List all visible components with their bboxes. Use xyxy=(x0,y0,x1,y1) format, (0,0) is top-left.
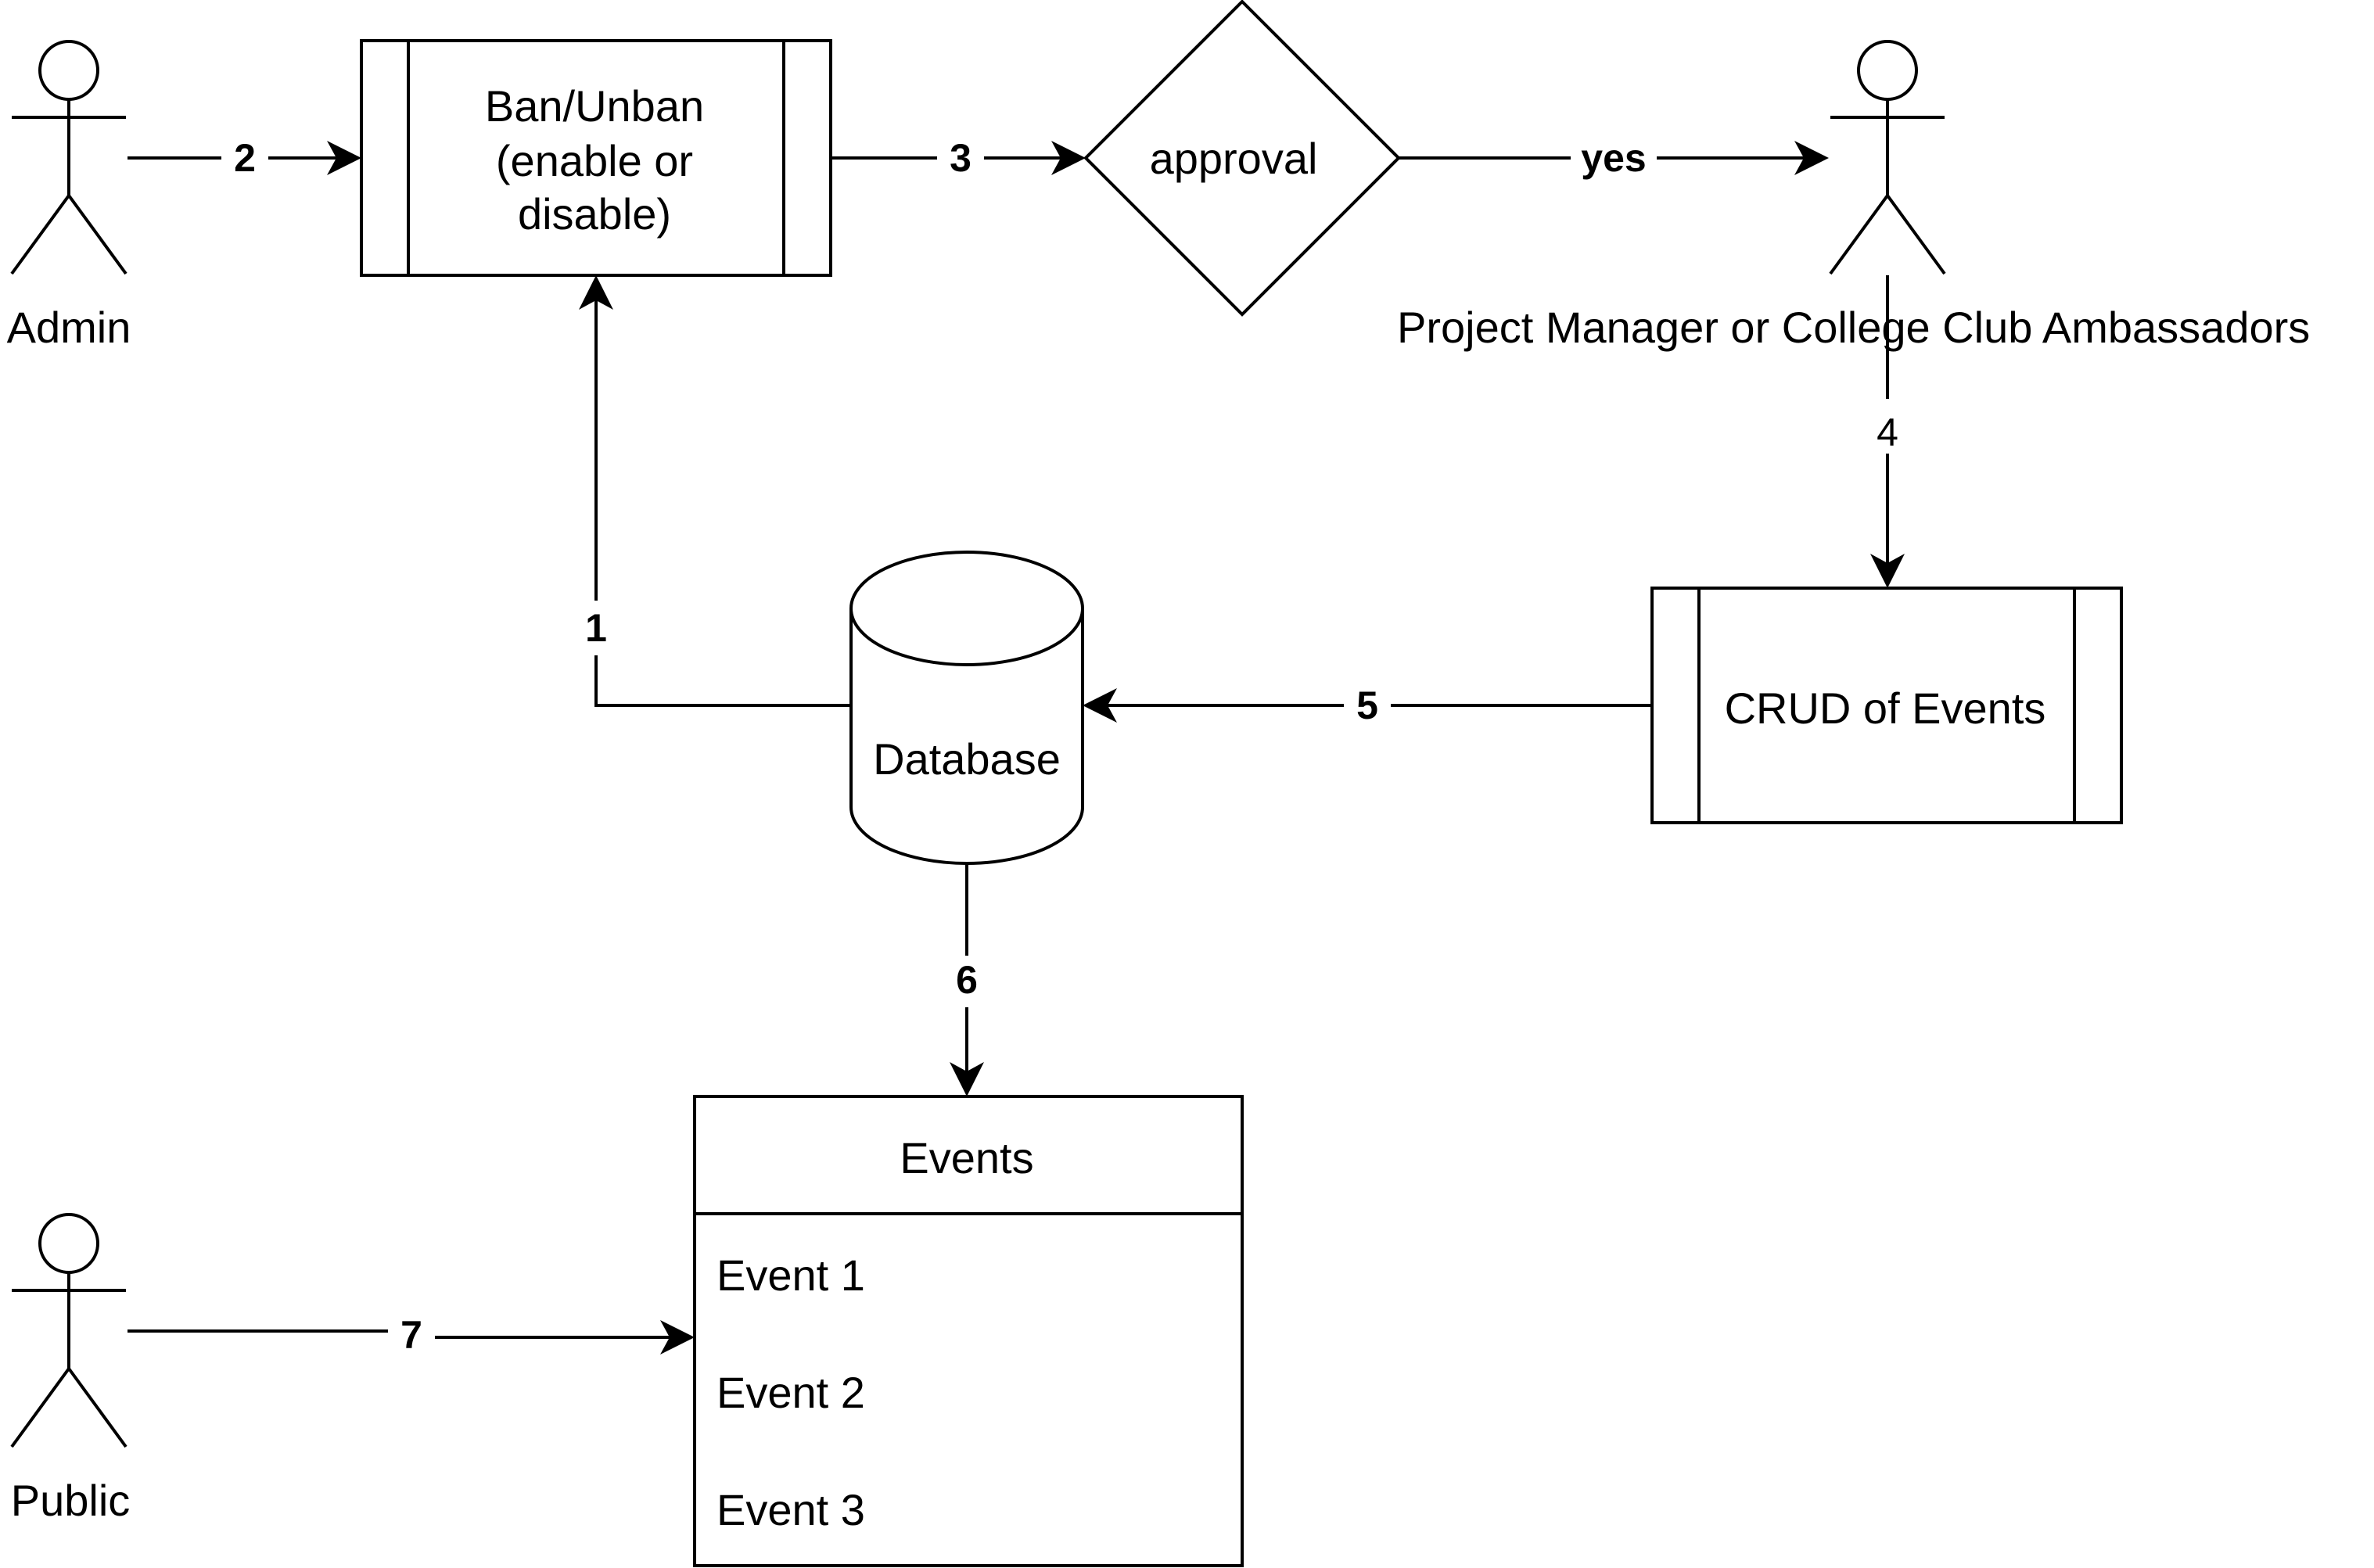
events-list: Events Event 1 Event 2 Event 3 xyxy=(693,1095,1244,1567)
edge-label-6: 6 xyxy=(956,958,978,1002)
database-cylinder: Database xyxy=(849,551,1084,865)
events-list-item: Event 1 xyxy=(717,1250,865,1300)
edge-crud-to-database: 5 xyxy=(1083,680,1652,729)
crud-events-label: CRUD of Events xyxy=(1725,684,2046,733)
edge-label-7: 7 xyxy=(400,1313,422,1357)
edge-pm-to-crud: 4 xyxy=(1864,275,1911,588)
actor-project-manager xyxy=(1829,40,1946,275)
edge-approval-to-pm: yes xyxy=(1399,133,1829,181)
actor-admin-label: Admin xyxy=(7,303,131,352)
edge-label-3: 3 xyxy=(950,136,972,180)
edge-label-2: 2 xyxy=(234,136,256,180)
database-label: Database xyxy=(873,734,1061,784)
decision-approval-label: approval xyxy=(1150,134,1318,183)
process-ban-unban: Ban/Unban (enable or disable) xyxy=(360,39,832,277)
edge-label-yes: yes xyxy=(1581,136,1646,180)
edge-admin-to-ban: 2 xyxy=(127,133,361,181)
edge-database-to-events: 6 xyxy=(943,863,990,1096)
actor-public: Public xyxy=(10,1213,131,1525)
ban-unban-label-line1: Ban/Unban xyxy=(485,81,704,131)
edge-database-to-ban: 1 xyxy=(573,275,851,707)
events-list-title: Events xyxy=(900,1133,1033,1182)
actor-pm-label: Project Manager or College Club Ambassad… xyxy=(1397,303,2310,352)
edge-label-1: 1 xyxy=(585,606,607,650)
edge-label-4: 4 xyxy=(1877,411,1898,454)
edge-label-5: 5 xyxy=(1356,684,1378,727)
events-list-item: Event 2 xyxy=(717,1368,865,1417)
events-list-item: Event 3 xyxy=(717,1485,865,1534)
process-crud-events: CRUD of Events xyxy=(1650,587,2123,824)
actor-public-label: Public xyxy=(11,1476,131,1525)
actor-admin: Admin xyxy=(7,40,131,352)
edge-public-to-events: 7 xyxy=(127,1311,695,1358)
ban-unban-label-line2: (enable or xyxy=(496,136,693,185)
edge-ban-to-approval: 3 xyxy=(831,133,1086,181)
ban-unban-label-line3: disable) xyxy=(518,189,671,239)
decision-approval: approval xyxy=(1083,0,1401,317)
